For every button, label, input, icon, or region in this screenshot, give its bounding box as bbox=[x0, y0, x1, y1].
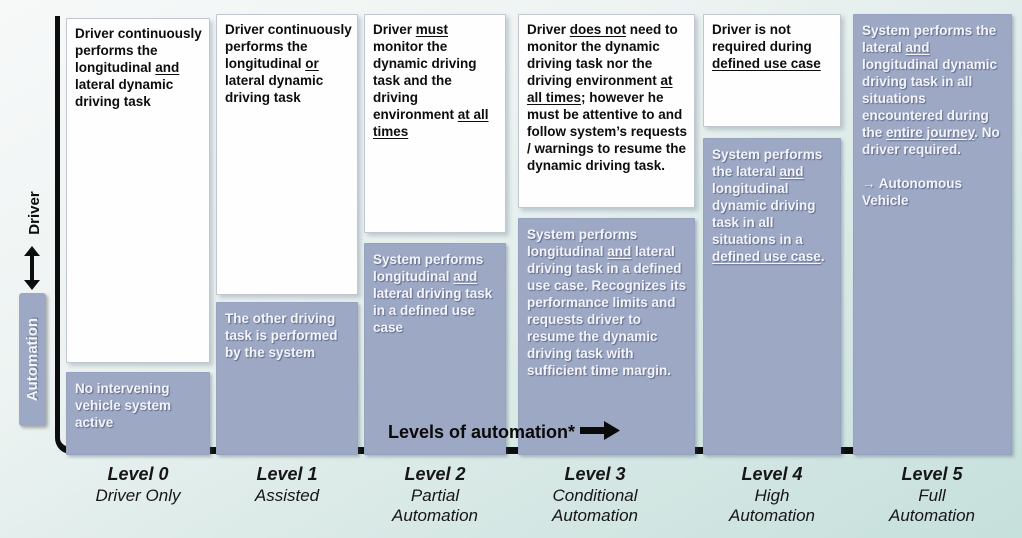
driver-task-box: Driver does not need to monitor the dyna… bbox=[518, 14, 695, 208]
driver-task-box: Driver continuously performs the longitu… bbox=[66, 18, 210, 363]
system-task-box: The other driving task is performed by t… bbox=[216, 302, 358, 455]
level-title: Level 5 bbox=[901, 464, 963, 484]
system-task-box: System performs longitudinal and lateral… bbox=[364, 243, 506, 455]
system-task-box: System performs the lateral and longitud… bbox=[853, 14, 1012, 455]
driver-task-box: Driver must monitor the dynamic driving … bbox=[364, 14, 506, 233]
level-name: High Automation bbox=[729, 485, 815, 526]
level-label-5: Level 5 Full Automation bbox=[882, 463, 982, 527]
automation-axis-label: Automation bbox=[24, 317, 41, 402]
level-label-0: Level 0 Driver Only bbox=[73, 463, 203, 506]
driver-axis-label: Driver bbox=[26, 191, 43, 235]
automation-axis-tag: Automation bbox=[19, 293, 46, 426]
level-label-4: Level 4 High Automation bbox=[722, 463, 822, 527]
level-name: Conditional Automation bbox=[552, 485, 638, 526]
right-arrow-icon bbox=[580, 420, 621, 445]
level-label-1: Level 1 Assisted bbox=[222, 463, 352, 506]
level-name: Partial Automation bbox=[392, 485, 478, 526]
driver-task-box: Driver continuously performs the longitu… bbox=[216, 14, 358, 295]
up-down-arrow-icon bbox=[23, 246, 41, 295]
driver-task-box: Driver is not required during defined us… bbox=[703, 14, 841, 127]
level-label-3: Level 3 Conditional Automation bbox=[530, 463, 660, 527]
system-task-box: System performs longitudinal and lateral… bbox=[518, 218, 695, 455]
column-level-1: Driver continuously performs the longitu… bbox=[216, 14, 358, 455]
level-title: Level 1 bbox=[256, 464, 318, 484]
levels-of-automation-label: Levels of automation* bbox=[388, 422, 576, 442]
level-title: Level 4 bbox=[741, 464, 803, 484]
level-name: Driver Only bbox=[95, 485, 181, 505]
system-task-box: No intervening vehicle system active bbox=[66, 372, 210, 455]
column-level-0: Driver continuously performs the longitu… bbox=[66, 14, 210, 455]
level-label-2: Level 2 Partial Automation bbox=[375, 463, 495, 527]
levels-of-automation-banner: Levels of automation* bbox=[388, 420, 621, 445]
level-title: Level 2 bbox=[404, 464, 466, 484]
level-name: Full Automation bbox=[889, 485, 975, 526]
column-level-2: Driver must monitor the dynamic driving … bbox=[364, 14, 506, 455]
column-level-4: Driver is not required during defined us… bbox=[703, 14, 841, 455]
column-level-3: Driver does not need to monitor the dyna… bbox=[518, 14, 695, 455]
system-task-box: System performs the lateral and longitud… bbox=[703, 138, 841, 455]
level-title: Level 3 bbox=[564, 464, 626, 484]
level-title: Level 0 bbox=[107, 464, 169, 484]
column-level-5: System performs the lateral and longitud… bbox=[853, 14, 1012, 455]
level-name: Assisted bbox=[254, 485, 320, 505]
